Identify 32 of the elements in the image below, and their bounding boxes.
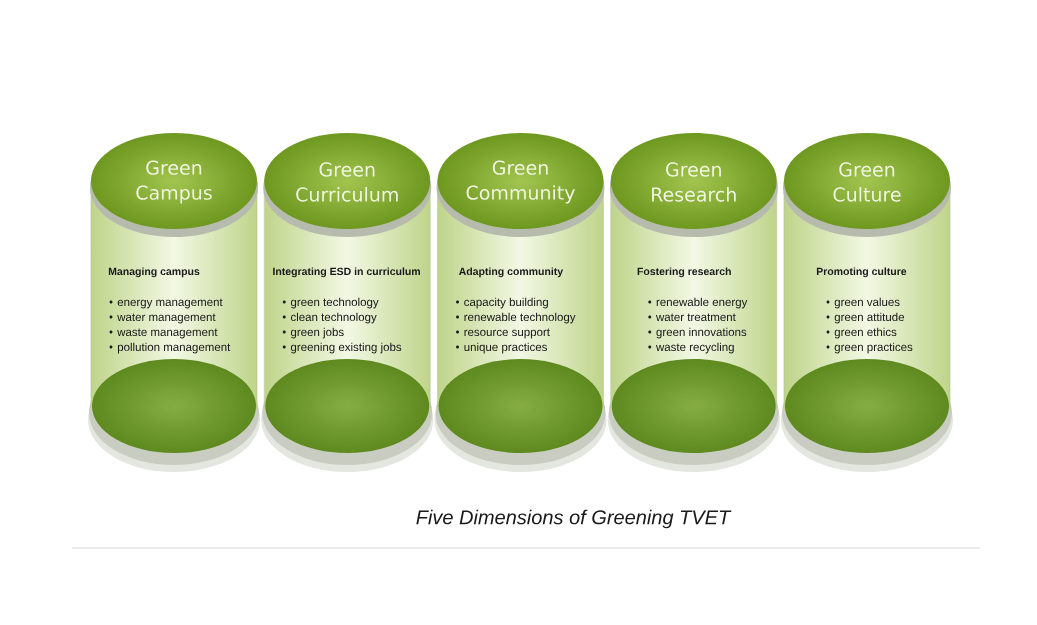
list-item: green values	[834, 297, 900, 309]
list-item: renewable energy	[656, 297, 748, 309]
list-item: energy management	[117, 298, 223, 309]
list-item: green jobs	[290, 327, 344, 339]
cylinder-heading: Green Research	[652, 162, 736, 202]
list-item: green ethics	[834, 327, 897, 339]
caption: Five Dimensions of Greening TVET	[416, 509, 732, 529]
list-item: greening existing jobs	[290, 342, 402, 354]
list-item: green attitude	[834, 312, 904, 324]
list-item: green practices	[834, 342, 913, 354]
list-item: renewable technology	[464, 312, 576, 324]
list-item: green technology	[290, 297, 379, 309]
list-item: waste management	[117, 328, 218, 339]
subheading: Fostering research	[637, 267, 731, 278]
list-item: water management	[117, 313, 216, 324]
list-item: resource support	[464, 328, 550, 339]
subheading: Promoting culture	[816, 267, 907, 278]
cylinder-heading: Green Culture	[833, 162, 901, 202]
cylinder-heading: Green Campus	[136, 160, 212, 204]
subheading: Adapting community	[458, 267, 564, 278]
list-item: clean technology	[290, 312, 377, 324]
list-item: green innovations	[656, 327, 747, 339]
cylinder-heading: Green Community	[466, 160, 575, 204]
list-item: waste recycling	[655, 342, 734, 354]
list-item: capacity building	[464, 297, 548, 309]
list-item: water treatment	[655, 313, 736, 322]
subheading: Integrating ESD in curriculum	[273, 267, 420, 278]
list-item: pollution management	[117, 342, 231, 354]
cylinder	[781, 133, 953, 472]
list-item: unique practices	[464, 342, 547, 354]
cylinder-heading: Green Curriculum	[296, 162, 398, 202]
subheading: Managing campus	[108, 267, 200, 278]
